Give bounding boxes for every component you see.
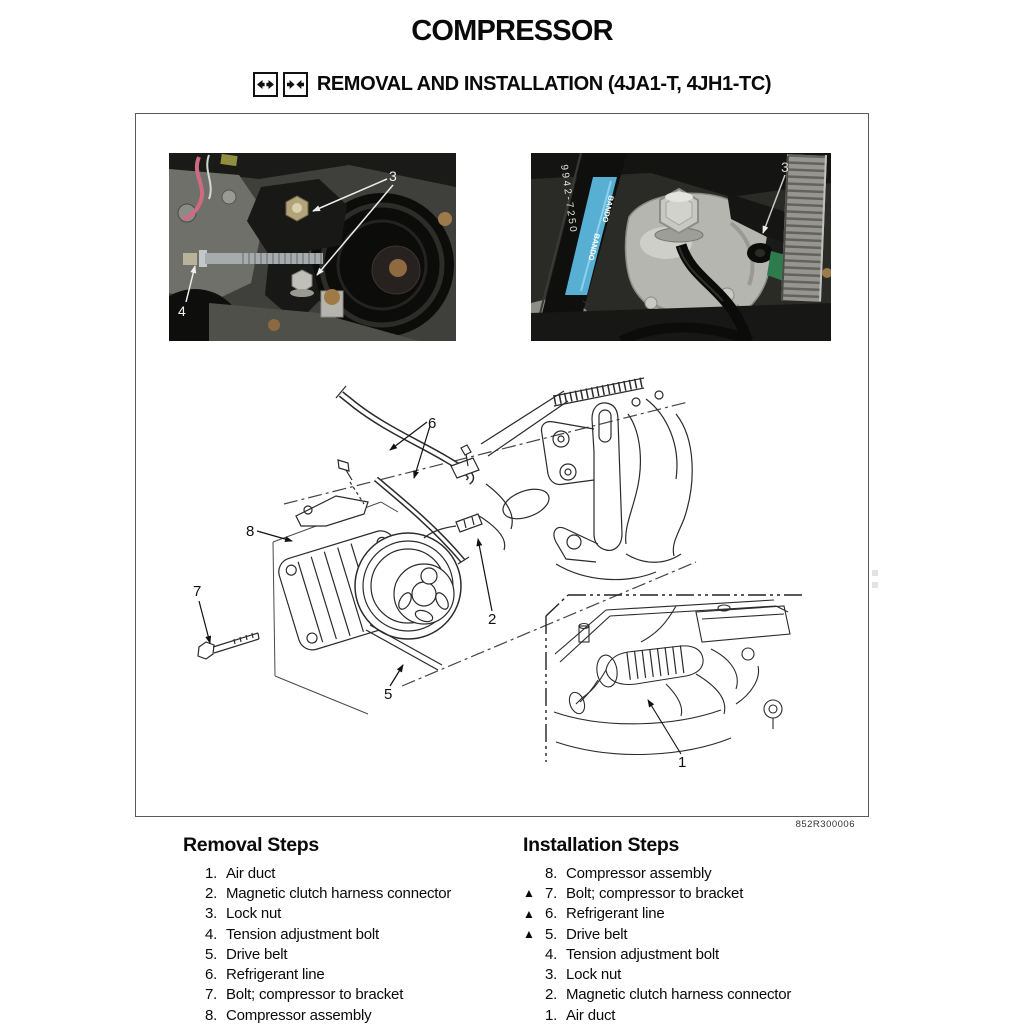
removal-step: 8.Compressor assembly — [205, 1006, 372, 1024]
installation-steps: Installation Steps 8.Compressor assembly… — [523, 834, 883, 1024]
removal-step: 3.Lock nut — [205, 905, 282, 923]
reinstall-marker-icon: ▲ — [523, 906, 535, 921]
arrows-outward-icon — [252, 71, 278, 97]
page-title: COMPRESSOR — [411, 15, 613, 47]
engine-photo-right: 9942-7250 BANDO BANDO — [531, 153, 831, 341]
bolt-drawing — [197, 632, 260, 660]
installation-step: 2.Magnetic clutch harness connector — [545, 986, 792, 1004]
installation-step: ▲6.Refrigerant line — [523, 905, 665, 923]
figure-code: 852R300006 — [795, 819, 855, 830]
installation-step: 8.Compressor assembly — [545, 864, 712, 882]
callout-2: 2 — [488, 611, 496, 628]
removal-steps-heading: Removal Steps — [183, 834, 319, 856]
photo-left-callout-4: 4 — [178, 303, 186, 319]
engine-photo-left: 3 4 — [169, 153, 456, 341]
photo-right-callout-3: 3 — [781, 159, 789, 175]
installation-step: 3.Lock nut — [545, 966, 622, 984]
callout-7: 7 — [193, 583, 201, 600]
compressor-drawing — [278, 495, 462, 651]
page-edge-mark — [872, 570, 880, 596]
installation-step: 4.Tension adjustment bolt — [545, 945, 719, 963]
removal-step: 7.Bolt; compressor to bracket — [205, 986, 404, 1004]
air-duct-inset: 1 — [545, 594, 806, 771]
installation-step: ▲7.Bolt; compressor to bracket — [523, 884, 744, 902]
figure-box: 3 4 9942-7250 BANDO BANDO — [135, 113, 869, 817]
figure-illustration: 3 4 9942-7250 BANDO BANDO — [169, 153, 831, 771]
callout-5: 5 — [384, 686, 392, 703]
arrows-inward-icon — [282, 71, 308, 97]
removal-step: 2.Magnetic clutch harness connector — [205, 884, 452, 902]
refrigerant-lines-drawing — [335, 385, 480, 565]
reinstall-marker-icon: ▲ — [523, 886, 535, 901]
removal-step: 1.Air duct — [205, 864, 276, 882]
installation-steps-heading: Installation Steps — [523, 834, 680, 856]
exploded-diagram — [197, 377, 697, 715]
removal-steps: Removal Steps 1.Air duct 2.Magnetic clut… — [183, 834, 513, 1024]
engine-bracket-drawing — [475, 377, 693, 581]
callout-1: 1 — [678, 754, 686, 771]
removal-step: 5.Drive belt — [205, 945, 288, 963]
section-title: REMOVAL AND INSTALLATION (4JA1-T, 4JH1-T… — [316, 72, 772, 95]
installation-step: 1.Air duct — [545, 1006, 616, 1024]
installation-step: ▲5.Drive belt — [523, 925, 628, 943]
callout-6: 6 — [428, 415, 436, 432]
callout-8: 8 — [246, 523, 254, 540]
photo-left-callout-3: 3 — [389, 168, 397, 184]
reinstall-marker-icon: ▲ — [523, 927, 535, 942]
section-heading-row: REMOVAL AND INSTALLATION (4JA1-T, 4JH1-T… — [0, 70, 1024, 98]
removal-step: 6.Refrigerant line — [205, 966, 325, 984]
removal-step: 4.Tension adjustment bolt — [205, 925, 379, 943]
